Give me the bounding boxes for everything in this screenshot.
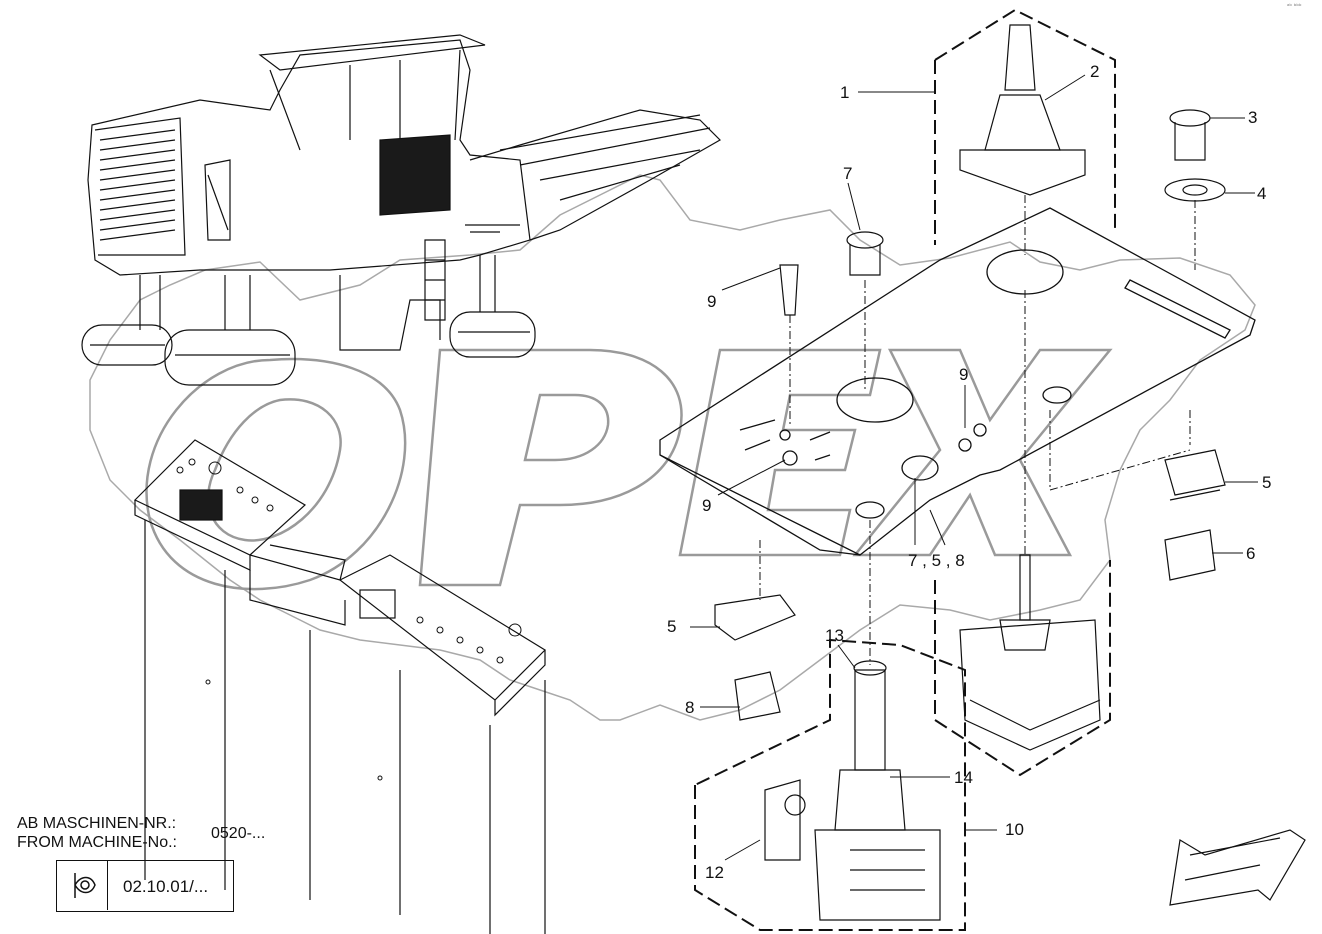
callout-3: 3 <box>1248 108 1258 127</box>
corner-mark: ᵃᵇ ᵇᵇᵇ <box>1287 3 1302 10</box>
eye-icon <box>57 861 108 910</box>
callout-14: 14 <box>954 768 973 787</box>
axis-lines <box>759 195 1196 665</box>
callout-6: 6 <box>1246 544 1256 563</box>
footer-line-de: AB MASCHINEN-NR.: <box>17 815 177 832</box>
callout-2: 2 <box>1090 62 1100 81</box>
callout-5-left: 5 <box>667 617 677 636</box>
callout-7-5-8: 7 , 5 , 8 <box>908 551 965 570</box>
reference-box: 02.10.01/... <box>56 860 234 912</box>
callout-10: 10 <box>1005 820 1024 839</box>
leader-lines <box>690 74 1258 861</box>
footer-line-en: FROM MACHINE-No.: <box>17 834 177 851</box>
callout-9-top: 9 <box>707 292 717 311</box>
callout-4: 4 <box>1257 184 1267 203</box>
callout-12: 12 <box>705 863 724 882</box>
callout-13: 13 <box>825 626 844 645</box>
mounting-plate <box>659 207 1256 556</box>
callout-9-bottom: 9 <box>702 496 712 515</box>
callout-8: 8 <box>685 698 695 717</box>
callout-1: 1 <box>840 83 850 102</box>
callout-9-mid: 9 <box>959 365 969 384</box>
callout-7: 7 <box>843 164 853 183</box>
milling-machine-illustration <box>81 34 721 386</box>
callout-5-right: 5 <box>1262 473 1272 492</box>
eye-symbol <box>74 873 96 898</box>
watermark-gear <box>89 174 1256 721</box>
machine-number: 0520-... <box>211 825 266 842</box>
control-console-illustration <box>133 439 546 934</box>
reference-number: 02.10.01/... <box>123 877 209 896</box>
parts-illustrations <box>714 24 1306 921</box>
assembly-boundaries <box>694 8 1116 931</box>
